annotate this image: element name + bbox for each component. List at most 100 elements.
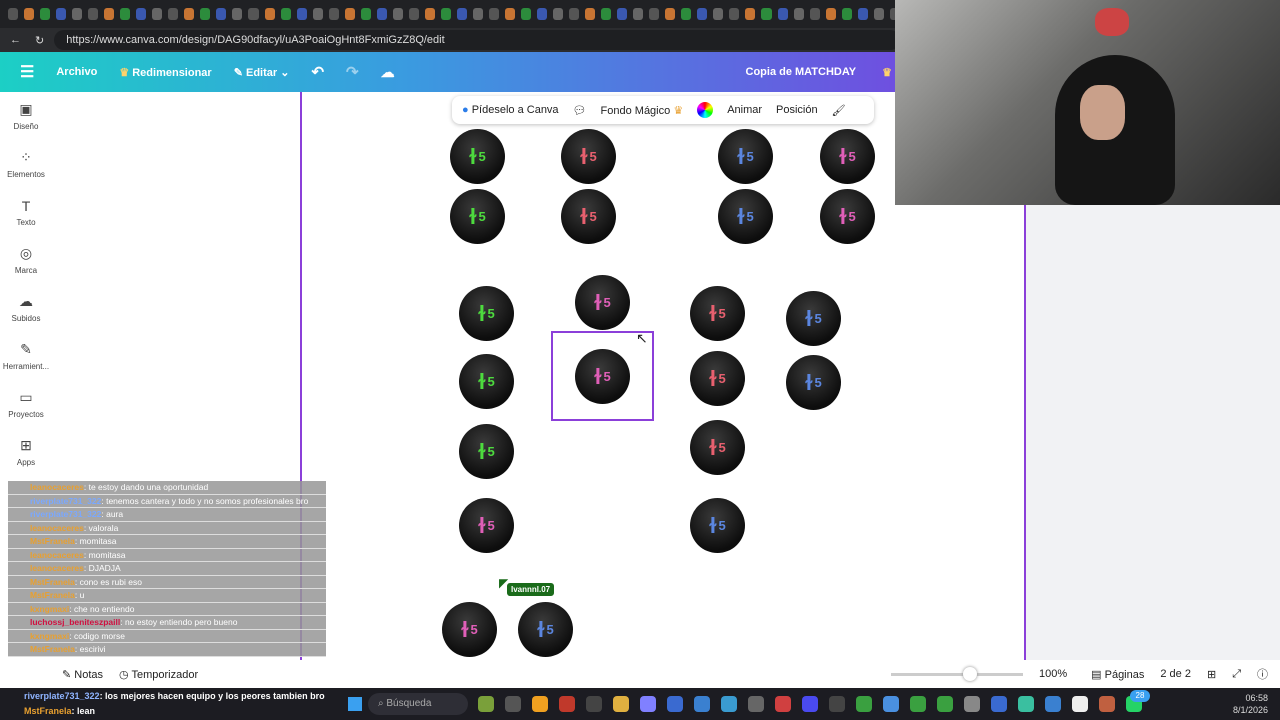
browser-tab[interactable] xyxy=(120,8,131,20)
taskbar-app-icon[interactable] xyxy=(1099,696,1115,712)
position-button[interactable]: Posición xyxy=(776,104,818,116)
browser-tab[interactable] xyxy=(40,8,51,20)
taskbar-app-icon[interactable] xyxy=(856,696,872,712)
resize-button[interactable]: ♛ Redimensionar xyxy=(119,66,212,79)
rail-item-marca[interactable]: ◎Marca xyxy=(14,245,38,275)
taskbar-app-icon[interactable] xyxy=(559,696,575,712)
grid-view-icon[interactable]: ⊞ xyxy=(1206,668,1217,681)
browser-tab[interactable] xyxy=(312,8,323,20)
back-icon[interactable]: ← xyxy=(10,34,21,46)
browser-tab[interactable] xyxy=(184,8,195,20)
taskbar-app-icon[interactable] xyxy=(937,696,953,712)
browser-tab[interactable] xyxy=(873,8,884,20)
color-picker-icon[interactable] xyxy=(697,102,714,118)
browser-tab[interactable] xyxy=(136,8,147,20)
zoom-slider[interactable] xyxy=(891,666,1024,681)
browser-tab[interactable] xyxy=(8,8,19,20)
browser-tab[interactable] xyxy=(825,8,836,20)
browser-tab[interactable] xyxy=(152,8,163,20)
taskbar-app-icon[interactable] xyxy=(991,696,1007,712)
taskbar-search[interactable]: ⌕ Búsqueda xyxy=(368,693,468,715)
browser-tab[interactable] xyxy=(56,8,67,20)
browser-tab[interactable] xyxy=(216,8,227,20)
browser-tab[interactable] xyxy=(841,8,852,20)
taskbar-app-icon[interactable] xyxy=(613,696,629,712)
browser-tab[interactable] xyxy=(553,8,564,20)
browser-tab[interactable] xyxy=(72,8,83,20)
timer-button[interactable]: ◷ Temporizador xyxy=(119,668,199,681)
browser-tab[interactable] xyxy=(537,8,548,20)
browser-tab[interactable] xyxy=(504,8,515,20)
browser-tab[interactable] xyxy=(328,8,339,20)
taskbar-app-icon[interactable] xyxy=(586,696,602,712)
taskbar-app-icon[interactable] xyxy=(640,696,656,712)
taskbar-app-icon[interactable] xyxy=(829,696,845,712)
rail-item-proyectos[interactable]: ▭Proyectos xyxy=(8,389,44,419)
taskbar-app-icon[interactable] xyxy=(964,696,980,712)
browser-tab[interactable] xyxy=(264,8,275,20)
url-input[interactable]: https://www.canva.com/design/DAG90dfacyl… xyxy=(54,30,900,50)
browser-tab[interactable] xyxy=(585,8,596,20)
browser-tab[interactable] xyxy=(633,8,644,20)
browser-tab[interactable] xyxy=(569,8,580,20)
taskbar-app-icon[interactable] xyxy=(667,696,683,712)
fullscreen-icon[interactable]: ⤢ xyxy=(1232,667,1241,680)
browser-tab[interactable] xyxy=(793,8,804,20)
browser-tab[interactable] xyxy=(104,8,115,20)
browser-tab[interactable] xyxy=(488,8,499,20)
taskbar-app-icon[interactable] xyxy=(1045,696,1061,712)
redo-icon[interactable]: ↷ xyxy=(346,64,359,81)
taskbar-app-icon[interactable] xyxy=(694,696,710,712)
browser-tab[interactable] xyxy=(697,8,708,20)
edit-button[interactable]: ✎ Editar ⌄ xyxy=(233,66,290,79)
taskbar-app-icon[interactable] xyxy=(478,696,494,712)
browser-tab[interactable] xyxy=(665,8,676,20)
browser-tab[interactable] xyxy=(248,8,259,20)
browser-tab[interactable] xyxy=(296,8,307,20)
rail-item-elementos[interactable]: ⁘Elementos xyxy=(7,149,45,179)
comment-add-icon[interactable]: 💬︎ xyxy=(572,104,587,117)
rail-item-subidos[interactable]: ☁Subidos xyxy=(11,293,41,323)
browser-tab[interactable] xyxy=(456,8,467,20)
browser-tab[interactable] xyxy=(392,8,403,20)
browser-tab[interactable] xyxy=(809,8,820,20)
browser-tab[interactable] xyxy=(232,8,243,20)
file-menu[interactable]: Archivo xyxy=(56,66,98,78)
browser-tab[interactable] xyxy=(857,8,868,20)
browser-tab[interactable] xyxy=(376,8,387,20)
browser-tab[interactable] xyxy=(360,8,371,20)
browser-tab[interactable] xyxy=(88,8,99,20)
browser-tab[interactable] xyxy=(424,8,435,20)
taskbar-app-icon[interactable] xyxy=(883,696,899,712)
browser-tab[interactable] xyxy=(521,8,532,20)
browser-tab[interactable] xyxy=(472,8,483,20)
selection-box[interactable] xyxy=(551,331,654,421)
browser-tab[interactable] xyxy=(24,8,35,20)
browser-tab[interactable] xyxy=(280,8,291,20)
browser-tab[interactable] xyxy=(601,8,612,20)
taskbar-app-icon[interactable] xyxy=(802,696,818,712)
undo-icon[interactable]: ↶ xyxy=(311,64,325,81)
rail-item-herramient[interactable]: ✎Herramient... xyxy=(2,341,50,371)
notes-button[interactable]: ✎ Notas xyxy=(62,668,104,681)
windows-start-icon[interactable] xyxy=(348,697,362,711)
browser-tab[interactable] xyxy=(344,8,355,20)
ask-canva-button[interactable]: ● Pídeselo a Canva xyxy=(462,104,559,116)
browser-tab[interactable] xyxy=(440,8,451,20)
taskbar-app-icon[interactable] xyxy=(1072,696,1088,712)
